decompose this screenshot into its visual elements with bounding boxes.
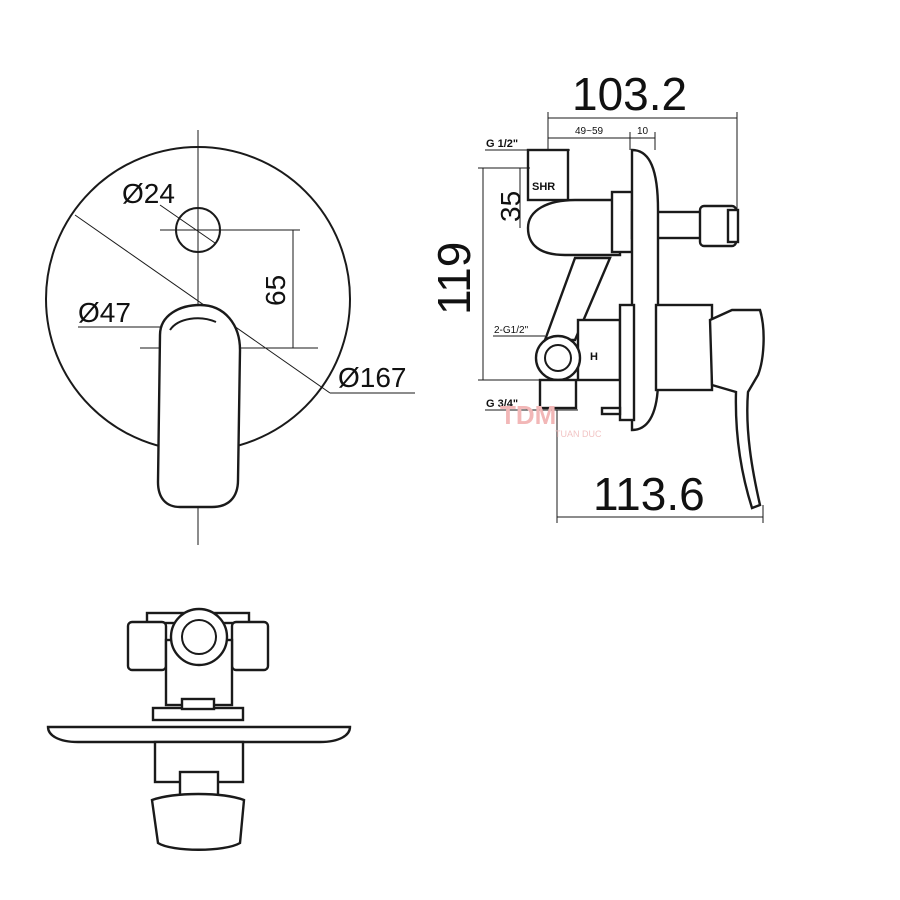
right-inlet (230, 620, 270, 672)
side-view: 103.2 49~59 10 G 1/2" SHR 119 35 H (428, 68, 765, 523)
top-port-label: G 1/2" (486, 138, 518, 150)
dim-plate-label: Ø167 (338, 362, 407, 393)
wall-plate-profile (630, 148, 660, 432)
dim-depth-top-label: 103.2 (572, 68, 687, 120)
round-plate-edge (46, 725, 352, 744)
dim-height-label: 119 (428, 242, 480, 315)
side-port-label: 2-G1/2" (494, 325, 529, 336)
upper-valve-body (526, 198, 622, 257)
dim-upper-label: 35 (495, 191, 526, 222)
hot-label: H (590, 351, 598, 363)
dim-hole-label: Ø24 (122, 178, 175, 209)
dim-gap-label: 10 (637, 126, 649, 137)
base-nut (180, 697, 216, 711)
hole-leader (159, 204, 216, 244)
left-inlet (126, 620, 168, 672)
side-port-outer (534, 334, 582, 382)
top-view (46, 607, 352, 851)
lever-top-view (150, 792, 246, 851)
connecting-arm (543, 256, 612, 342)
cartridge-body (654, 303, 714, 392)
diverter-flange (610, 190, 634, 254)
bottom-port-label: G 3/4" (486, 398, 518, 410)
front-view: Ø24 65 Ø47 Ø167 (45, 130, 415, 545)
handle-face-line (169, 317, 217, 331)
center-port-inner (181, 619, 217, 655)
top-port-fitting (526, 148, 570, 202)
dim-range-label: 49~59 (575, 126, 604, 137)
dim-depth-bottom-label: 113.6 (593, 468, 705, 520)
cartridge-flange (618, 303, 636, 422)
watermark-brand: TDM (500, 400, 556, 430)
lever-handle-side (708, 308, 765, 510)
lower-valve-block (576, 318, 622, 382)
diverter-knob-cap (726, 208, 740, 244)
center-port-outer (169, 607, 229, 667)
side-port-inner (544, 344, 572, 372)
bottom-port-fitting (538, 378, 578, 410)
shr-label: SHR (532, 181, 555, 193)
bottom-screw (600, 406, 622, 416)
handle-body (156, 303, 242, 509)
dim-offset-label: 65 (260, 275, 291, 306)
dim-handle-label: Ø47 (78, 297, 131, 328)
watermark-sub: TUAN DUC (555, 429, 602, 439)
